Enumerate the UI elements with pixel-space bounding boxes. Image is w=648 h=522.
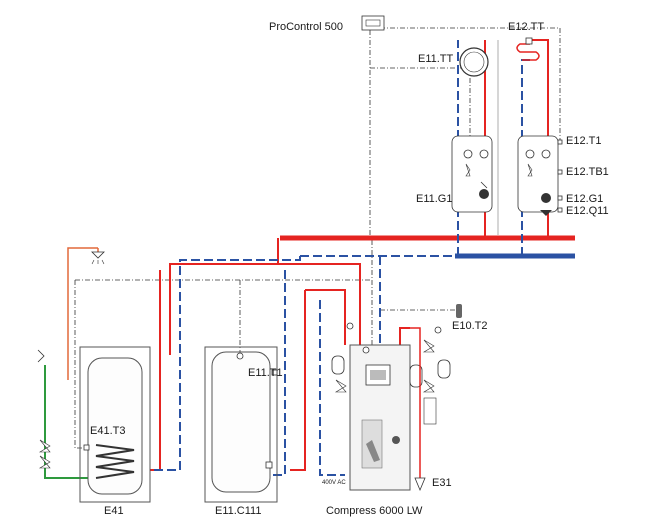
room-thermostat-e11 xyxy=(459,47,489,77)
label-e11-g1: E11.G1 xyxy=(416,193,453,205)
distribution-header xyxy=(280,235,575,259)
shower-icon xyxy=(91,251,105,265)
expansion-vessel-icon xyxy=(331,355,451,388)
label-e11-c111: E11.C111 xyxy=(215,505,261,517)
tank-e41 xyxy=(79,346,151,503)
label-e41-t3: E41.T3 xyxy=(90,425,125,437)
buffer-tank-e11 xyxy=(204,346,278,503)
label-e11-tt: E11.TT xyxy=(418,53,454,65)
label-e41: E41 xyxy=(104,505,124,517)
label-e31: E31 xyxy=(432,477,452,489)
pump-icon xyxy=(479,189,489,199)
pump-group-e12 xyxy=(517,135,563,216)
label-controller: ProControl 500 xyxy=(269,21,343,33)
valve-icon xyxy=(38,339,437,469)
heat-pump-unit xyxy=(349,344,411,491)
pump-icon xyxy=(541,193,551,203)
underfloor-loop-e12 xyxy=(516,37,540,61)
label-e12-q11: E12.Q11 xyxy=(566,205,609,217)
label-e11-t1: E11.T1 xyxy=(248,367,283,379)
label-e12-t1: E12.T1 xyxy=(566,135,601,147)
label-e12-tt: E12.TT xyxy=(508,21,544,33)
label-e12-tb1: E12.TB1 xyxy=(566,166,609,178)
sensor-icon xyxy=(83,304,462,451)
e31-probe xyxy=(410,327,426,492)
labels: ProControl 500 E12.TT E11.TT E12.T1 E12.… xyxy=(90,21,609,517)
label-e10-t2: E10.T2 xyxy=(452,320,487,332)
thermometer-icon xyxy=(37,322,442,363)
controller-box xyxy=(361,15,385,31)
label-heat-pump: Compress 6000 LW xyxy=(326,505,423,517)
pump-group-e11 xyxy=(451,135,493,213)
dhw-piping xyxy=(67,247,99,380)
label-voltage: 400V AC xyxy=(322,480,346,486)
label-e12-g1: E12.G1 xyxy=(566,193,603,205)
